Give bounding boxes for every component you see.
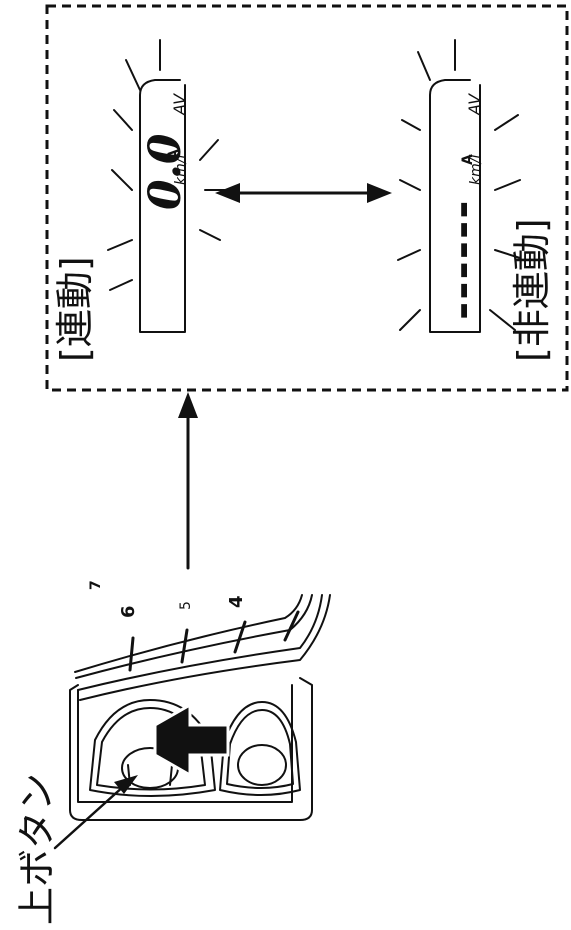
display-linked-unit: km/l <box>173 155 189 185</box>
display-unlinked-unit: km/l <box>468 155 484 185</box>
linked-label: [連動] <box>53 256 97 362</box>
mode-frame <box>45 4 569 392</box>
blink-rays-icon <box>107 39 229 291</box>
gauge-ticks <box>128 610 300 672</box>
display-linked: 0.0 A km/l AV <box>107 39 229 333</box>
display-linked-badge: A <box>166 149 182 160</box>
flow-arrow-icon <box>178 392 198 570</box>
gauge-label-6: 6 <box>118 605 139 618</box>
display-linked-mode: AV <box>170 93 189 116</box>
display-linked-panel <box>139 79 186 333</box>
lower-button[interactable] <box>219 701 301 796</box>
gauge-label-7: 7 <box>88 580 104 590</box>
display-unlinked-mode: AV <box>465 93 484 116</box>
display-unlinked: ------ A km/l AV <box>397 39 521 333</box>
display-unlinked-badge: A <box>460 154 476 165</box>
pointer-arrow-icon <box>53 775 138 850</box>
display-unlinked-panel <box>429 79 481 333</box>
gauge-assembly: 7 6 5 4 <box>69 580 331 821</box>
unlinked-label: [非連動] <box>510 218 554 362</box>
gauge-face <box>74 594 303 673</box>
gauge-rim-outer <box>79 594 331 701</box>
button-housing <box>69 677 313 821</box>
rotated-content: [連動] [非連動] 上ボタン 0.0 A km/l AV <box>15 39 554 925</box>
press-arrow-icon <box>153 702 230 778</box>
display-unlinked-value: ------ <box>436 198 487 320</box>
display-linked-value: 0.0 <box>140 133 191 210</box>
upper-button-label: 上ボタン <box>15 773 59 925</box>
gauge-rim-mid <box>77 594 323 691</box>
double-arrow-icon <box>215 183 392 203</box>
gauge-rim-inner <box>75 594 313 679</box>
gauge-label-5: 5 <box>178 601 194 610</box>
blink-rays-icon <box>397 39 521 331</box>
gauge-label-4: 4 <box>226 595 247 608</box>
